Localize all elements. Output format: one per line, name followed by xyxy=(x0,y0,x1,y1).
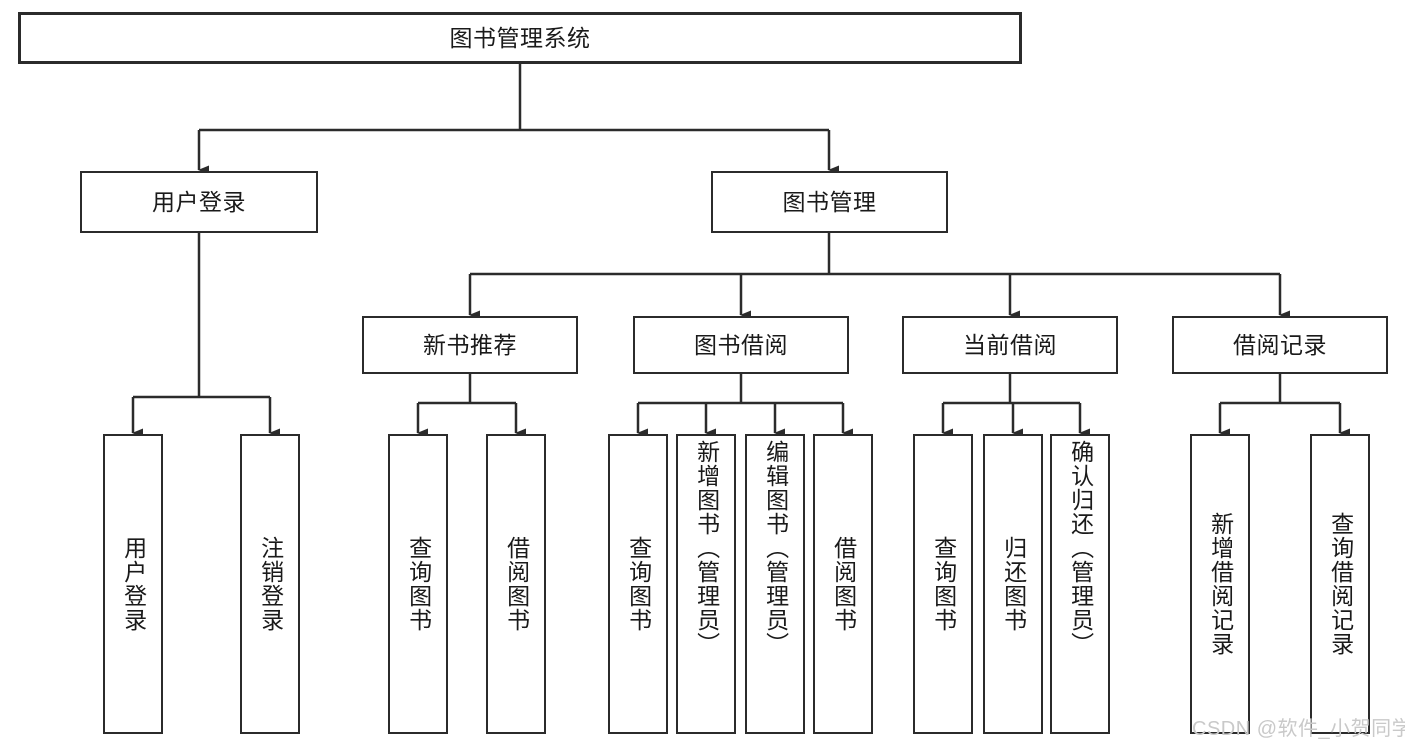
node-label: 新增借阅记录 xyxy=(1207,512,1234,656)
node-label: 查询图书 xyxy=(405,536,432,632)
node-label: 图书借阅 xyxy=(694,331,788,358)
node-box-leaf-0[interactable]: 用户登录 xyxy=(103,434,163,734)
node-label: 注销登录 xyxy=(257,536,284,632)
node-box-leaf-1[interactable]: 注销登录 xyxy=(240,434,300,734)
node-box-leaf-8[interactable]: 查询图书 xyxy=(913,434,973,734)
node-label: 确认归还（管理员） xyxy=(1067,440,1094,656)
node-box-leaf-12[interactable]: 查询借阅记录 xyxy=(1310,434,1370,734)
node-label: 用户登录 xyxy=(120,536,147,632)
node-label: 新增图书（管理员） xyxy=(693,440,720,656)
node-box-level2-3[interactable]: 借阅记录 xyxy=(1172,316,1388,374)
node-label: 新书推荐 xyxy=(423,331,517,358)
node-box-leaf-2[interactable]: 查询图书 xyxy=(388,434,448,734)
node-label: 当前借阅 xyxy=(963,331,1057,358)
node-label: 查询图书 xyxy=(930,536,957,632)
node-box-root-0[interactable]: 图书管理系统 xyxy=(18,12,1022,64)
node-label: 图书管理 xyxy=(782,188,877,215)
node-box-level1-0[interactable]: 用户登录 xyxy=(80,171,318,233)
node-box-level2-1[interactable]: 图书借阅 xyxy=(633,316,849,374)
node-label: 编辑图书（管理员） xyxy=(762,440,789,656)
node-box-leaf-4[interactable]: 查询图书 xyxy=(608,434,668,734)
node-box-leaf-7[interactable]: 借阅图书 xyxy=(813,434,873,734)
node-box-leaf-6[interactable]: 编辑图书（管理员） xyxy=(745,434,805,734)
node-label: 图书管理系统 xyxy=(449,24,591,51)
node-box-level2-0[interactable]: 新书推荐 xyxy=(362,316,578,374)
node-box-leaf-5[interactable]: 新增图书（管理员） xyxy=(676,434,736,734)
node-box-leaf-3[interactable]: 借阅图书 xyxy=(486,434,546,734)
node-box-leaf-9[interactable]: 归还图书 xyxy=(983,434,1043,734)
node-label: 借阅记录 xyxy=(1233,331,1327,358)
node-label: 查询借阅记录 xyxy=(1327,512,1354,656)
node-label: 查询图书 xyxy=(625,536,652,632)
node-box-leaf-11[interactable]: 新增借阅记录 xyxy=(1190,434,1250,734)
node-box-leaf-10[interactable]: 确认归还（管理员） xyxy=(1050,434,1110,734)
node-label: 借阅图书 xyxy=(830,536,857,632)
node-box-level2-2[interactable]: 当前借阅 xyxy=(902,316,1118,374)
node-label: 用户登录 xyxy=(152,188,246,215)
node-box-level1-1[interactable]: 图书管理 xyxy=(711,171,948,233)
node-label: 归还图书 xyxy=(1000,536,1027,632)
node-label: 借阅图书 xyxy=(503,536,530,632)
connector-lines xyxy=(131,64,1350,438)
